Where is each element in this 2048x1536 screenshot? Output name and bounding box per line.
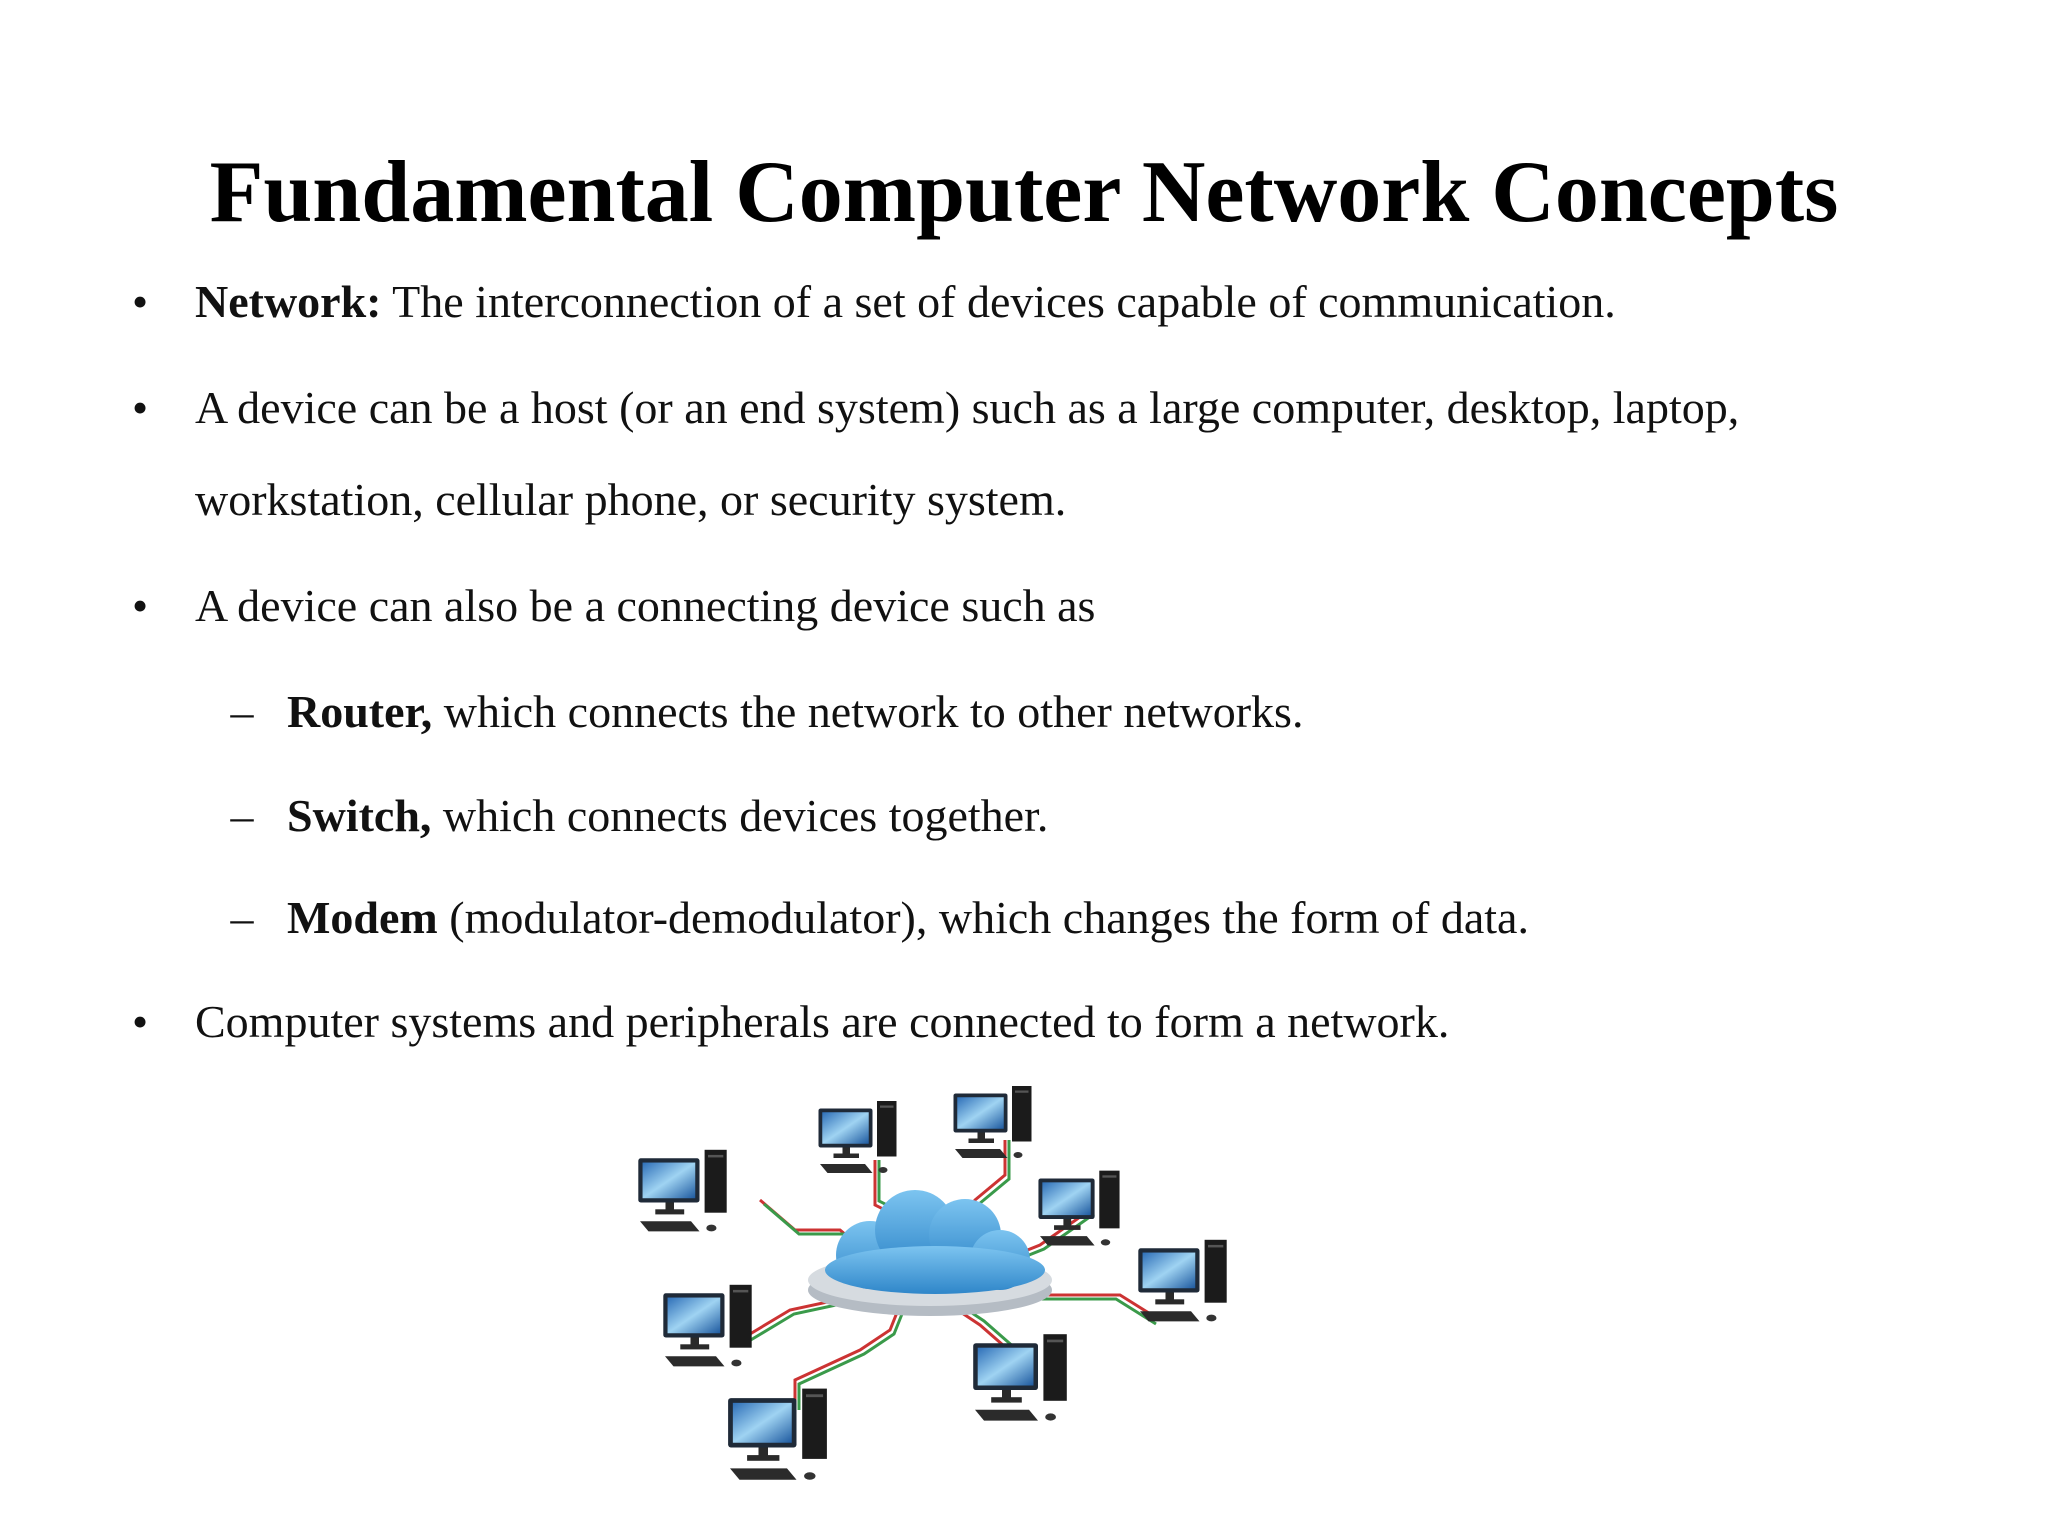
computer-icon-5: [663, 1284, 752, 1367]
term-router: Router,: [287, 686, 433, 737]
term-modem: Modem: [287, 892, 438, 943]
bullet-host-device: • A device can be a host (or an end syst…: [120, 380, 2020, 530]
bullet-text-line2: workstation, cellular phone, or security…: [195, 474, 1067, 525]
term-switch: Switch,: [287, 790, 432, 841]
sub-bullet-switch: – Switch, which connects devices togethe…: [222, 788, 2002, 848]
sub-bullet-text: which connects the network to other netw…: [432, 686, 1304, 737]
bullet-text: A device can also be a connecting device…: [195, 580, 1096, 631]
network-cloud-icon: [638, 1086, 1227, 1480]
bullet-mark: •: [131, 276, 149, 327]
bullet-text-line1: A device can be a host (or an end system…: [195, 382, 1740, 433]
bullet-network-definition: • Network: The interconnection of a set …: [120, 274, 2000, 334]
bullet-mark: •: [131, 382, 149, 433]
bullet-mark: •: [131, 580, 149, 631]
computer-icon-3: [953, 1086, 1032, 1158]
cloud-hub: [808, 1190, 1052, 1316]
bullet-text: The interconnection of a set of devices …: [381, 276, 1616, 327]
sub-bullet-text: which connects devices together.: [431, 790, 1049, 841]
bullet-computer-systems: • Computer systems and peripherals are c…: [120, 994, 2000, 1054]
computer-icon-1: [638, 1149, 727, 1232]
bullet-text: Computer systems and peripherals are con…: [195, 996, 1450, 1047]
sub-bullet-mark: –: [230, 790, 254, 841]
sub-bullet-modem: – Modem (modulator-demodulator), which c…: [222, 890, 2002, 950]
bullet-mark: •: [131, 996, 149, 1047]
computer-icon-2: [818, 1101, 897, 1173]
sub-bullet-text: (modulator-demodulator), which changes t…: [437, 892, 1529, 943]
computer-icon-6: [1138, 1239, 1227, 1322]
computer-icon-7: [973, 1334, 1067, 1421]
sub-bullet-mark: –: [230, 686, 254, 737]
slide-title: Fundamental Computer Network Concepts: [209, 144, 1839, 241]
sub-bullet-router: – Router, which connects the network to …: [222, 684, 2002, 744]
bullet-connecting-device: • A device can also be a connecting devi…: [120, 578, 2000, 638]
computer-icon-8: [728, 1388, 827, 1480]
computer-icon-4: [1038, 1170, 1120, 1246]
sub-bullet-mark: –: [230, 892, 254, 943]
term-network: Network:: [195, 276, 382, 327]
